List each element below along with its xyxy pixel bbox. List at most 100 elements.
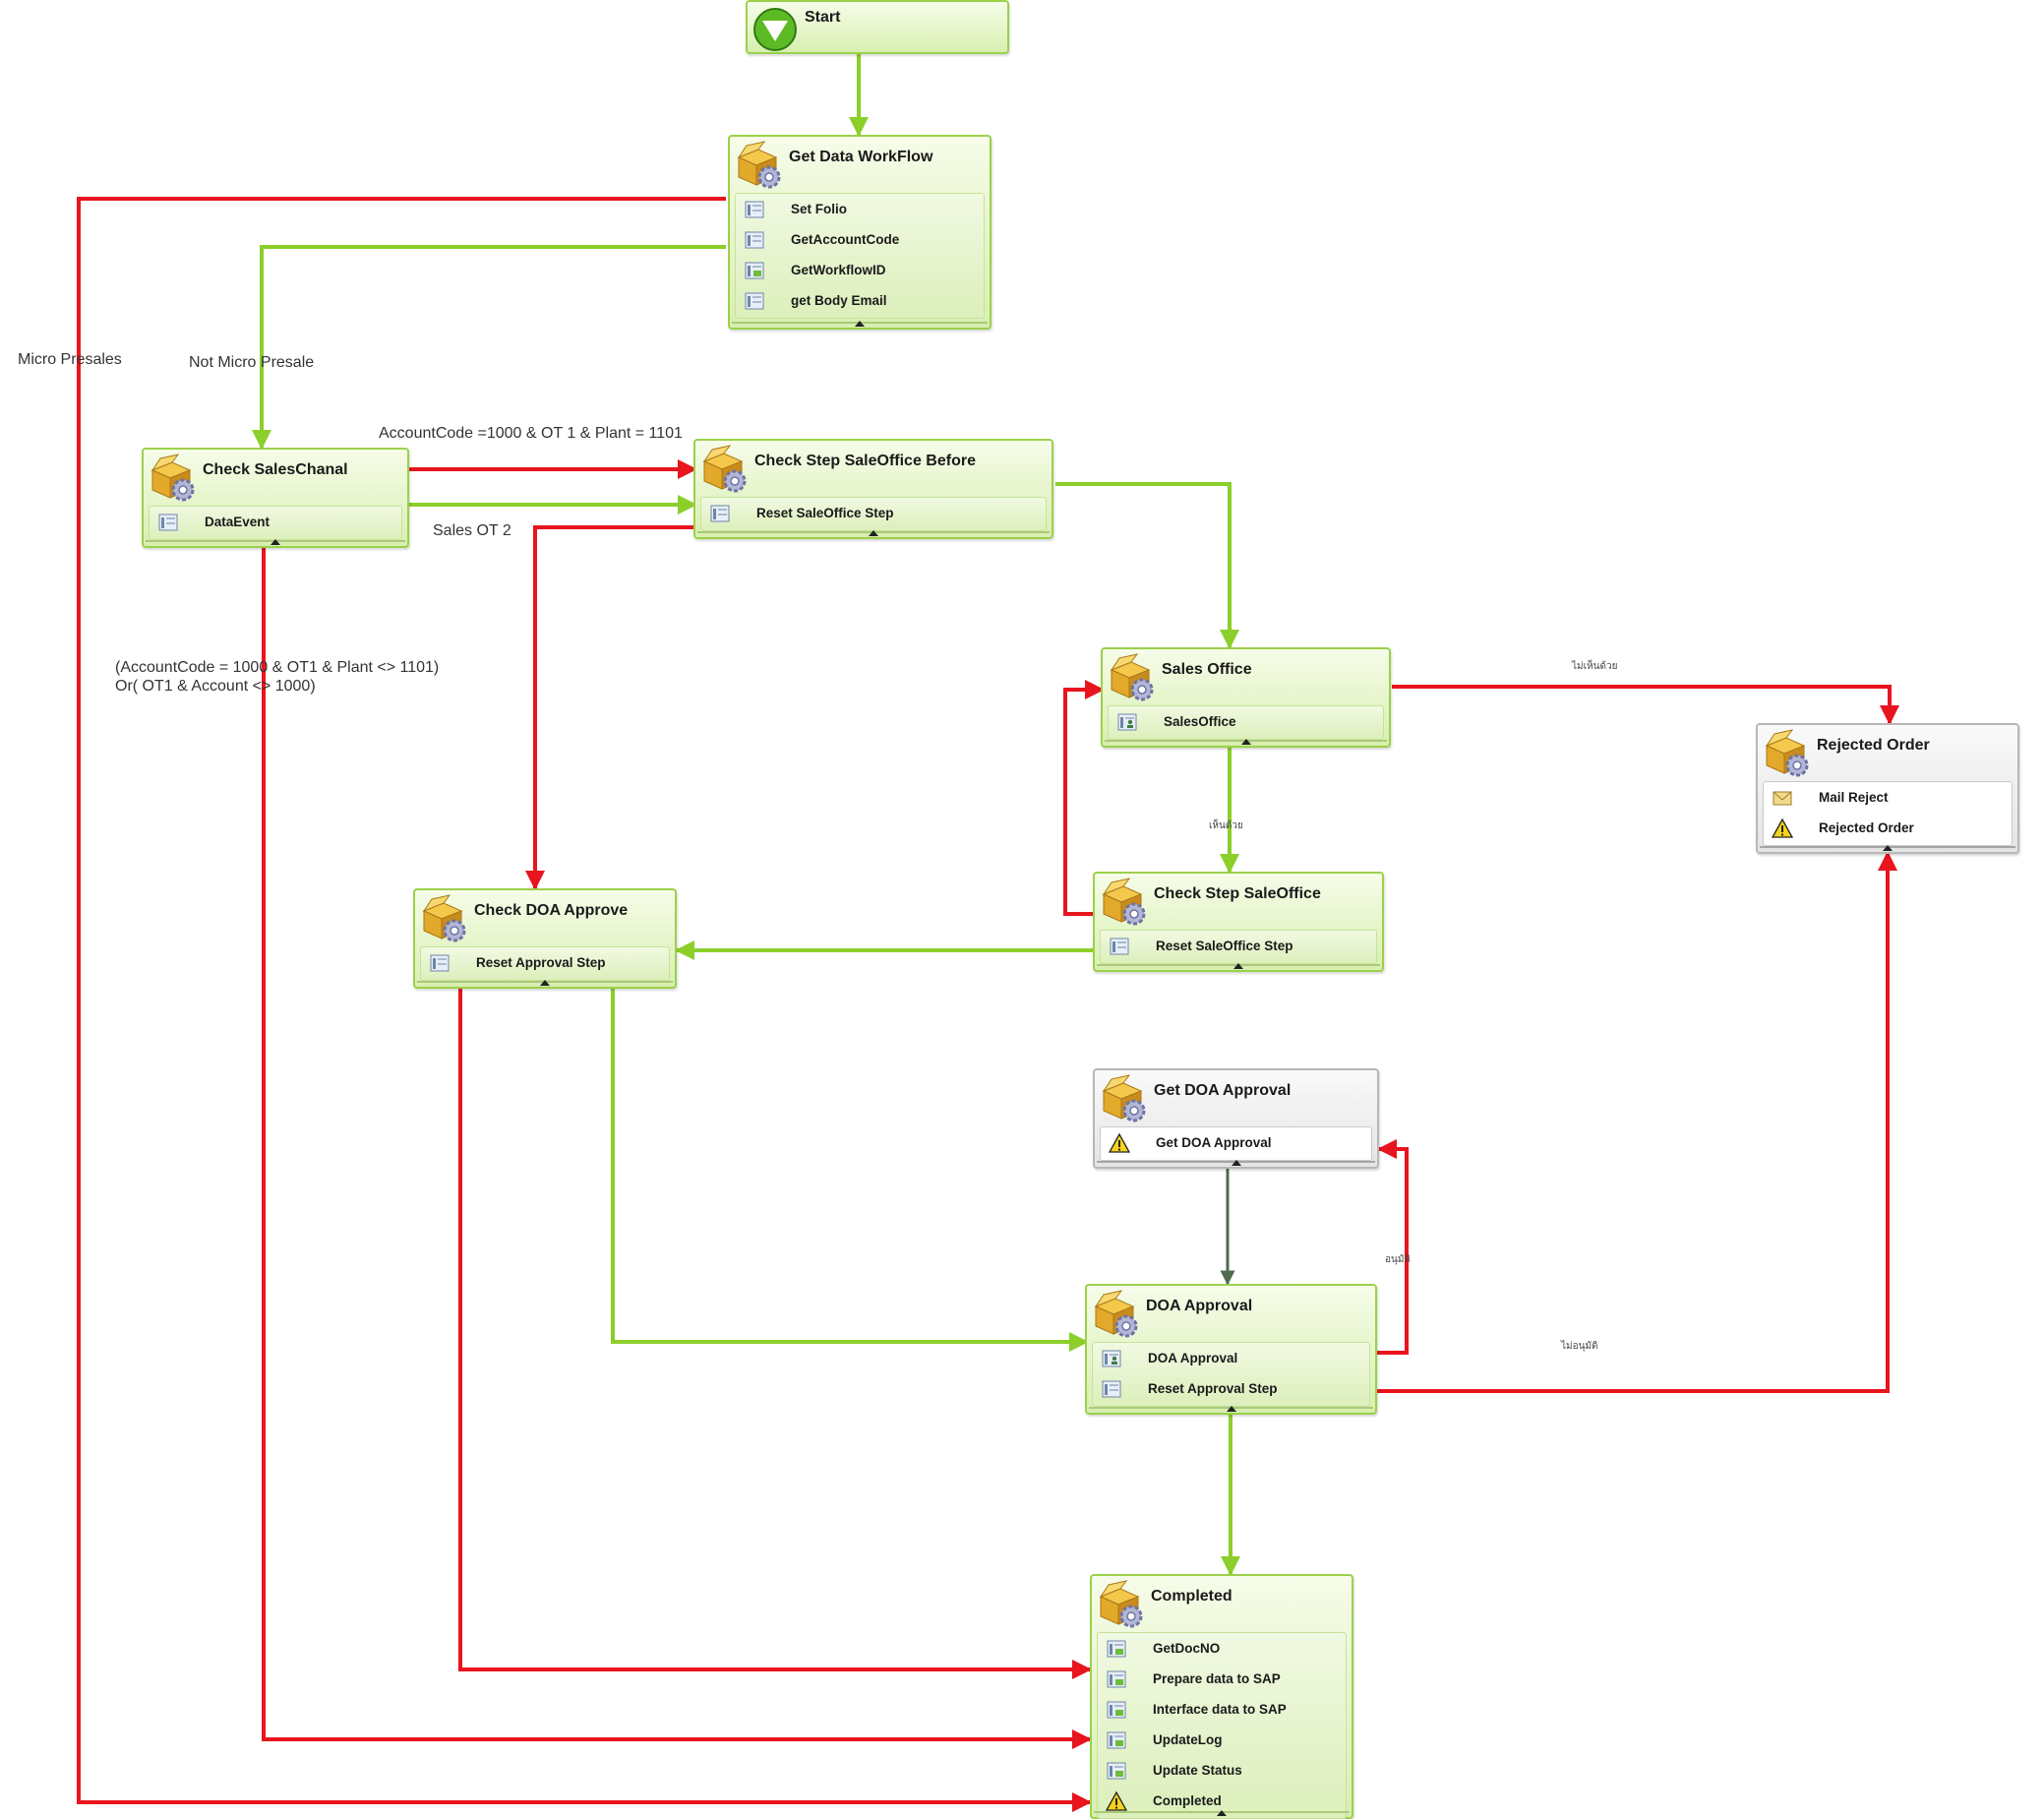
collapse-caret-icon[interactable] — [1233, 963, 1243, 969]
event-item[interactable]: GetDocNO — [1098, 1633, 1346, 1664]
event-item[interactable]: Reset SaleOffice Step — [701, 498, 1046, 528]
event-label: GetDocNO — [1153, 1641, 1221, 1656]
event-item[interactable]: get Body Email — [736, 285, 984, 316]
event-label: Mail Reject — [1819, 790, 1889, 805]
edge-doaapproval-to-getdoa — [1375, 1139, 1409, 1355]
server-event-green-icon — [1107, 1762, 1126, 1780]
start-arrow-icon — [753, 8, 797, 51]
collapse-caret-icon[interactable] — [1883, 845, 1893, 851]
edge-salesoffice-to-rejected — [1392, 685, 1899, 725]
event-label: Completed — [1153, 1793, 1222, 1808]
activity-title: Sales Office — [1162, 661, 1252, 678]
collapse-caret-icon[interactable] — [855, 321, 865, 327]
collapse-caret-icon[interactable] — [1240, 739, 1251, 745]
event-item[interactable]: Rejected Order — [1764, 813, 2012, 843]
collapse-caret-icon[interactable] — [869, 530, 878, 536]
collapse-caret-icon[interactable] — [1231, 1160, 1241, 1166]
process-gear-box-icon — [1099, 1580, 1143, 1628]
event-label: Rejected Order — [1819, 820, 1914, 835]
activity-title: DOA Approval — [1146, 1298, 1253, 1314]
activity-title: Get Data WorkFlow — [789, 149, 933, 165]
event-item[interactable]: Update Status — [1098, 1755, 1346, 1786]
event-list: Reset Approval Step — [420, 946, 670, 981]
activity-title: Check Step SaleOffice Before — [754, 453, 976, 469]
event-label: Reset SaleOffice Step — [1156, 939, 1293, 953]
event-label: Set Folio — [791, 202, 847, 216]
edge-checkstep-to-salesoffice — [1063, 680, 1105, 916]
activity-title: Get DOA Approval — [1154, 1082, 1292, 1099]
event-item[interactable]: DOA Approval — [1093, 1343, 1369, 1373]
client-event-icon — [1102, 1350, 1121, 1367]
server-event-icon — [745, 292, 764, 310]
edge-checkstepbefore-to-salesoffice — [1055, 482, 1239, 649]
collapse-caret-icon[interactable] — [540, 980, 550, 986]
event-item[interactable]: Prepare data to SAP — [1098, 1664, 1346, 1694]
event-item[interactable]: Mail Reject — [1764, 782, 2012, 813]
server-event-green-icon — [745, 262, 764, 279]
process-gear-box-icon — [150, 454, 195, 502]
process-gear-box-icon — [1110, 653, 1154, 701]
edge-label-agree: เห็นด้วย — [1209, 820, 1243, 831]
event-label: get Body Email — [791, 293, 887, 308]
node-start[interactable]: Start — [746, 0, 1009, 54]
edge-label-micro-presales: Micro Presales — [18, 351, 122, 368]
node-completed[interactable]: Completed GetDocNO Prepare data to SAP Inte… — [1090, 1574, 1353, 1819]
edge-label-else-rule-2: Or( OT1 & Account <> 1000) — [115, 678, 316, 695]
event-item[interactable]: Reset SaleOffice Step — [1101, 931, 1376, 961]
server-event-green-icon — [1107, 1731, 1126, 1749]
server-event-icon — [1110, 938, 1129, 955]
event-list: SalesOffice — [1108, 705, 1384, 740]
event-label: Interface data to SAP — [1153, 1702, 1287, 1717]
event-label: Get DOA Approval — [1156, 1135, 1272, 1150]
edge-label-not-approve: ไม่อนุมัติ — [1561, 1341, 1598, 1352]
event-item[interactable]: UpdateLog — [1098, 1725, 1346, 1755]
event-item[interactable]: Get DOA Approval — [1101, 1127, 1371, 1158]
event-item[interactable]: GetWorkflowID — [736, 255, 984, 285]
edge-label-not-micro-presale: Not Micro Presale — [189, 354, 315, 371]
server-event-green-icon — [1107, 1670, 1126, 1688]
event-item[interactable]: DataEvent — [150, 507, 401, 537]
edge-label-not-agree: ไม่เห็นด้วย — [1572, 661, 1618, 672]
event-item[interactable]: Completed — [1098, 1786, 1346, 1816]
event-label: DOA Approval — [1148, 1351, 1238, 1365]
activity-title: Rejected Order — [1817, 737, 1930, 754]
edge-label-else-rule-1: (AccountCode = 1000 & OT1 & Plant <> 110… — [115, 659, 440, 676]
event-label: GetWorkflowID — [791, 263, 886, 277]
warning-icon — [1109, 1132, 1130, 1153]
collapse-caret-icon[interactable] — [1226, 1406, 1236, 1412]
activity-title: Start — [805, 9, 841, 26]
edge-getdata-to-completed-micro — [77, 197, 1092, 1812]
edge-label-sales-ot2: Sales OT 2 — [433, 522, 511, 539]
collapse-caret-icon[interactable] — [271, 539, 280, 545]
client-event-icon — [1117, 713, 1137, 731]
event-item[interactable]: Interface data to SAP — [1098, 1694, 1346, 1725]
process-gear-box-icon — [1102, 1074, 1146, 1122]
activity-title: Check SalesChanal — [203, 461, 348, 478]
collapse-caret-icon[interactable] — [1217, 1810, 1227, 1816]
mail-icon — [1773, 791, 1792, 806]
event-label: Reset SaleOffice Step — [756, 506, 894, 520]
edge-label-accountcode-rule: AccountCode =1000 & OT 1 & Plant = 1101 — [379, 425, 683, 442]
server-event-icon — [430, 954, 450, 972]
event-item[interactable]: GetAccountCode — [736, 224, 984, 255]
server-event-icon — [745, 231, 764, 249]
event-item[interactable]: Reset Approval Step — [421, 947, 669, 978]
event-item[interactable]: SalesOffice — [1109, 706, 1383, 737]
event-item[interactable]: Set Folio — [736, 194, 984, 224]
event-item[interactable]: Reset Approval Step — [1093, 1373, 1369, 1404]
event-label: Prepare data to SAP — [1153, 1671, 1281, 1686]
process-gear-box-icon — [1102, 878, 1146, 926]
